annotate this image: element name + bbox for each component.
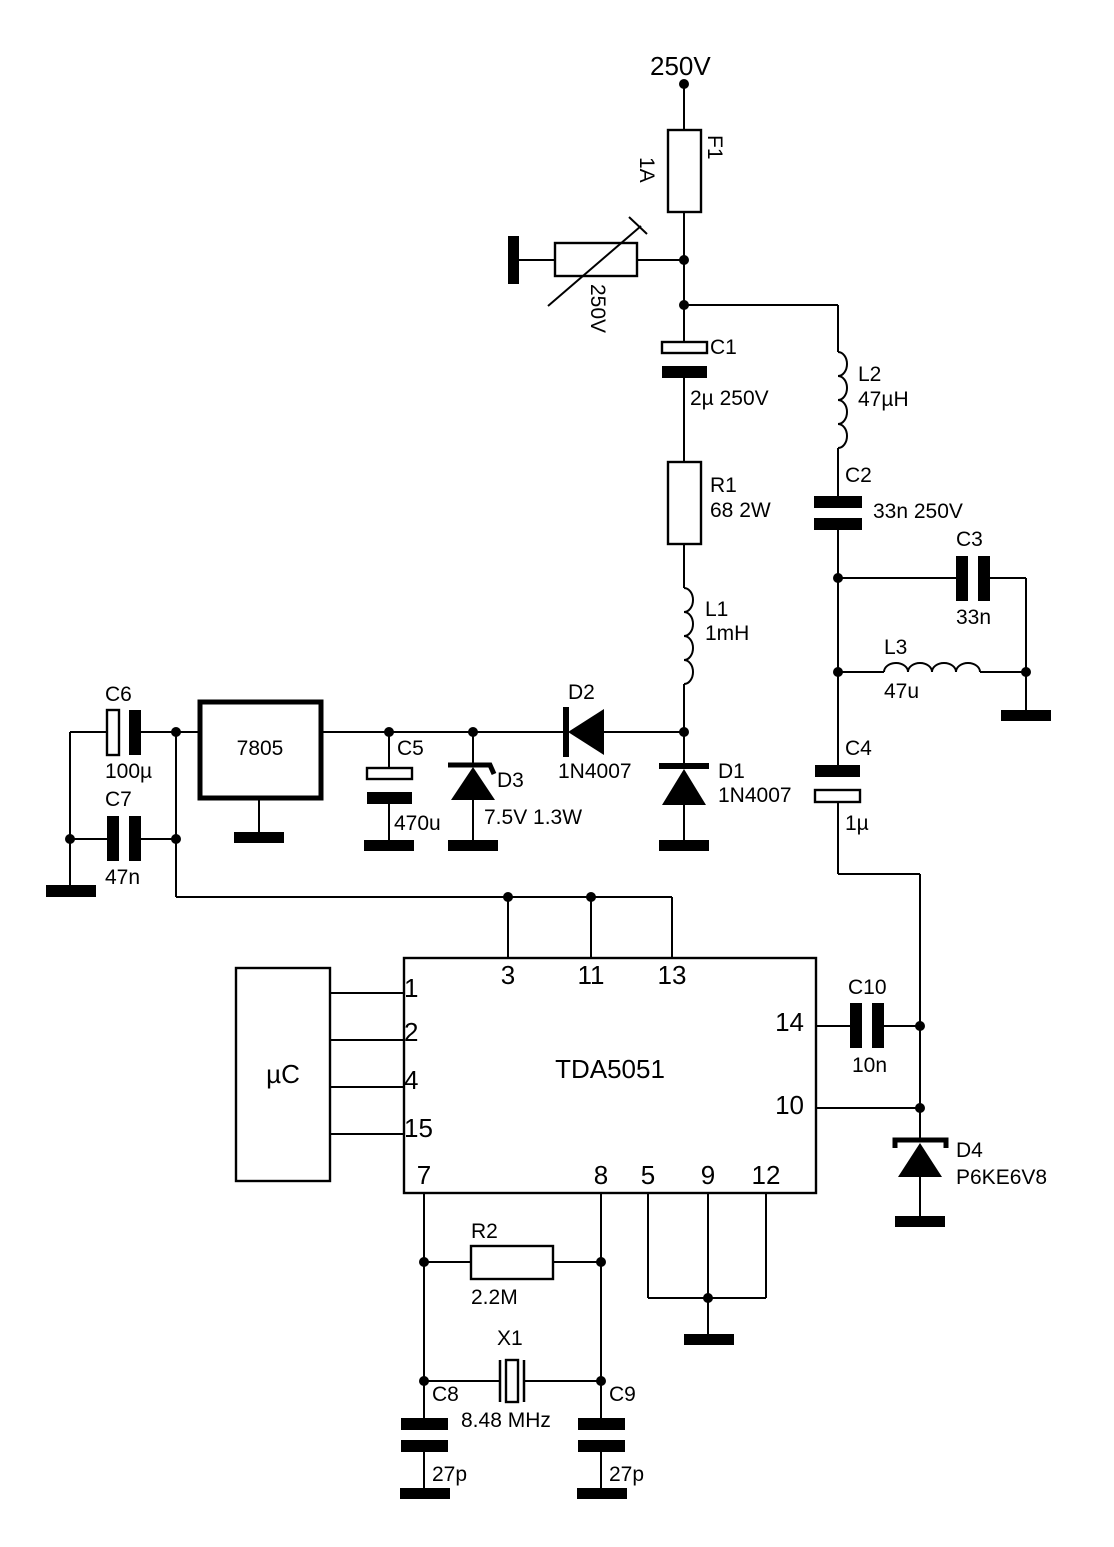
f1-value: 1A [635,157,658,183]
l1-ref: L1 [705,598,728,621]
c6-ref: C6 [105,683,132,706]
pin-2: 2 [404,1017,418,1047]
c3-value: 33n [956,606,991,629]
c9-value: 27p [609,1463,644,1486]
l3-value: 47u [884,680,919,703]
c8-ref: C8 [432,1383,459,1406]
c3-ref: C3 [956,528,983,551]
regulator-label: 7805 [237,737,284,760]
varistor-value: 250V [586,284,609,333]
c1-value: 2µ 250V [690,387,769,410]
c2-ref: C2 [845,464,872,487]
pin-9: 9 [701,1160,715,1190]
l1-value: 1mH [705,622,749,645]
x1-value: 8.48 MHz [461,1409,551,1432]
d3-value: 7.5V 1.3W [484,806,582,829]
x1-ref: X1 [497,1327,523,1350]
c10-value: 10n [852,1054,887,1077]
varistor: 250V [508,216,684,333]
resistor-r1: R1 68 2W [666,460,771,546]
r1-value: 68 2W [710,499,771,522]
capacitor-c10: C10 10n [848,976,887,1077]
ground-d4 [895,1216,945,1227]
c7-value: 47n [105,866,140,889]
d4-ref: D4 [956,1139,983,1162]
supply-terminal: 250V [650,51,711,89]
fuse-f1: F1 1A [635,128,726,214]
resistor-r2: R2 2.2M [469,1220,555,1309]
c1-ref: C1 [710,336,737,359]
pin-11: 11 [578,960,605,990]
ground-d1 [659,840,709,851]
c5-ref: C5 [397,737,424,760]
pin-14: 14 [775,1007,804,1037]
d1-ref: D1 [718,760,745,783]
inductor-l2: L2 47µH [837,351,909,449]
inductor-l1: L1 1mH [683,587,749,685]
r2-ref: R2 [471,1220,498,1243]
pin-1: 1 [404,973,418,1003]
inductor-l3: L3 47u [883,636,981,703]
c5-value: 470u [394,812,441,835]
regulator-7805: 7805 [197,699,324,801]
pin-15: 15 [404,1113,433,1143]
pin-8: 8 [594,1160,608,1190]
pin-10: 10 [775,1090,804,1120]
capacitor-c7: C7 47n [105,788,141,889]
l2-ref: L2 [858,363,881,386]
c6-value: 100µ [105,760,152,783]
d2-value: 1N4007 [558,760,632,783]
supply-label: 250V [650,51,711,81]
microcontroller: µC [234,966,332,1183]
capacitor-c5: C5 470u [365,737,441,835]
pin-4: 4 [404,1065,418,1095]
tvs-diode-d4: D4 P6KE6V8 [892,1137,1047,1189]
capacitor-c2: C2 33n 250V [814,464,963,530]
d3-ref: D3 [497,769,524,792]
c10-ref: C10 [848,976,887,999]
ground-c8 [400,1488,450,1499]
d4-value: P6KE6V8 [956,1166,1047,1189]
capacitor-c3: C3 33n [956,528,991,629]
pin-3: 3 [501,960,515,990]
ground-c5 [364,840,414,851]
f1-ref: F1 [703,135,726,160]
c8-value: 27p [432,1463,467,1486]
pin-5: 5 [641,1160,655,1190]
capacitor-c1: C1 2µ 250V [660,336,769,410]
zener-d3: D3 7.5V 1.3W [448,762,582,829]
c2-value: 33n 250V [873,500,963,523]
l2-value: 47µH [858,388,909,411]
ground-d3 [448,840,498,851]
c7-ref: C7 [105,788,132,811]
mcu-label: µC [266,1059,300,1089]
pin-7: 7 [417,1160,431,1190]
capacitor-c4: C4 1µ [813,737,872,835]
capacitor-c9: C9 27p [578,1383,644,1486]
l3-ref: L3 [884,636,907,659]
r1-ref: R1 [710,474,737,497]
crystal-x1: X1 8.48 MHz [461,1327,551,1432]
pin-12: 12 [752,1160,781,1190]
ground-c9 [577,1488,627,1499]
r2-value: 2.2M [471,1286,518,1309]
ground-l3 [1001,710,1051,721]
pin-13: 13 [658,960,687,990]
c4-value: 1µ [845,812,869,835]
d2-ref: D2 [568,681,595,704]
ground-c7 [46,885,96,897]
d1-value: 1N4007 [718,784,792,807]
diode-d1: D1 1N4007 [659,760,792,807]
ground-ic [684,1334,734,1345]
ic-tda5051: TDA5051 1 2 4 15 3 11 13 14 10 7 8 5 9 1… [402,956,818,1195]
ic-label: TDA5051 [555,1054,665,1084]
capacitor-c8: C8 27p [401,1383,467,1486]
c9-ref: C9 [609,1383,636,1406]
ground-regulator [234,832,284,843]
c4-ref: C4 [845,737,872,760]
